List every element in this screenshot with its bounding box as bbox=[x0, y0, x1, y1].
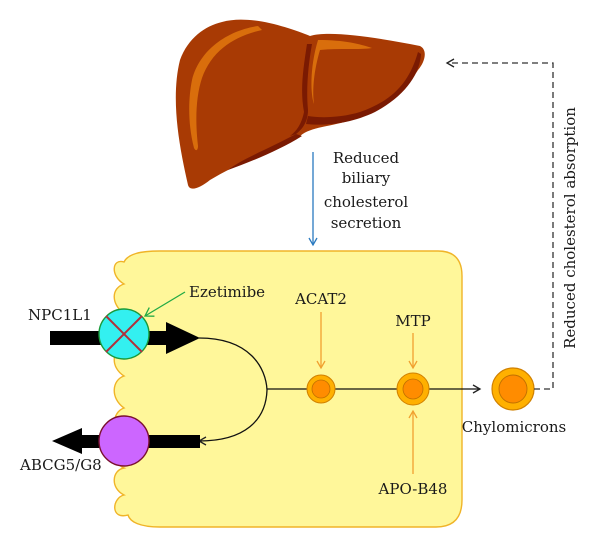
npc1l1-transporter bbox=[98, 308, 150, 360]
apob48-label: APO-B48 bbox=[378, 480, 448, 498]
acat2-label: ACAT2 bbox=[294, 290, 347, 308]
biliary-label-3: cholesterol bbox=[324, 193, 409, 211]
intracellular-path bbox=[197, 337, 268, 446]
liver-highlight-left bbox=[189, 26, 262, 151]
liver-shadow-bottom bbox=[228, 134, 302, 170]
mtp-label: MTP bbox=[395, 312, 430, 330]
abcg5-g8-transporter bbox=[98, 415, 150, 467]
feedback-dashed-arrow bbox=[445, 58, 554, 390]
biliary-label-4: secretion bbox=[331, 214, 402, 232]
pre-chylomicron-particle bbox=[396, 372, 430, 406]
biliary-label-2: biliary bbox=[342, 169, 391, 187]
npc1l1-label: NPC1L1 bbox=[28, 306, 92, 324]
biliary-label-1: Reduced bbox=[333, 149, 400, 167]
feedback-label: Reduced cholesterol absorption bbox=[561, 107, 579, 349]
ezetimibe-arrow bbox=[143, 291, 186, 317]
liver-shadow-right bbox=[306, 52, 421, 125]
cholesteryl-ester-particle bbox=[306, 374, 336, 404]
inhibition-cross-line-2 bbox=[105, 315, 143, 353]
liver-body bbox=[175, 19, 425, 189]
chylomicron-particle bbox=[491, 367, 535, 411]
abcg5-g8-label: ABCG5/G8 bbox=[19, 456, 102, 474]
ezetimibe-label: Ezetimibe bbox=[189, 283, 265, 301]
liver-highlight-right bbox=[311, 40, 372, 104]
chylomicrons-label: Chylomicrons bbox=[462, 418, 566, 436]
liver-fissure bbox=[290, 44, 312, 136]
liver bbox=[175, 19, 425, 189]
